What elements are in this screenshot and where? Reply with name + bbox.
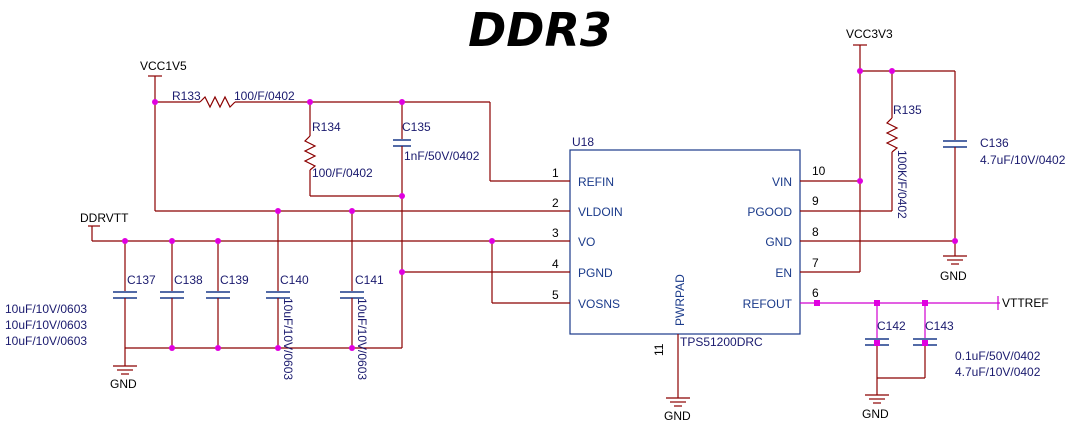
pin-num-9: 9 (812, 194, 819, 208)
pin-num-7: 7 (812, 256, 819, 270)
pin-name-vo: VO (578, 235, 595, 249)
c140-value: 10uF/10V/0603 (281, 298, 295, 380)
junction-dots (122, 68, 958, 351)
c136-value: 4.7uF/10V/0402 (980, 153, 1066, 167)
pin-name-gnd: GND (765, 235, 792, 249)
c141-ref: C141 (355, 273, 384, 287)
c142-143-value-1: 0.1uF/50V/0402 (955, 349, 1041, 363)
net-vcc3v3: VCC3V3 (846, 27, 893, 41)
net-vcc1v5: VCC1V5 (140, 59, 187, 73)
pin-num-10: 10 (812, 164, 826, 178)
c137-139-value-3: 10uF/10V/0603 (5, 334, 87, 348)
pin-num-2: 2 (552, 196, 559, 210)
c142-143-value-2: 4.7uF/10V/0402 (955, 365, 1041, 379)
pin-num-3: 3 (552, 226, 559, 240)
ic-u18-body (569, 149, 801, 335)
c141-value: 10uF/10V/0603 (355, 298, 369, 380)
c137-139-value-2: 10uF/10V/0603 (5, 318, 87, 332)
vttref-section: VTTREF C142 C143 0.1uF/50V/0402 4.7uF/10… (862, 296, 1049, 421)
ic-pwrpad: 11 PWRPAD (652, 274, 687, 398)
gnd-pad-symbol: GND (664, 397, 691, 423)
pin-name-pgood: PGOOD (747, 205, 792, 219)
pin-name-vosns: VOSNS (578, 297, 620, 311)
pin-name-vldoin: VLDOIN (578, 205, 623, 219)
ic-ref: U18 (572, 135, 594, 149)
pin-num-11: 11 (652, 343, 666, 356)
pin-name-refin: REFIN (578, 175, 614, 189)
pin-num-6: 6 (812, 286, 819, 300)
ddrvtt-section: DDRVTT C137 C138 C139 C140 C141 10uF/1 (5, 211, 493, 391)
c138-ref: C138 (174, 273, 203, 287)
vcc3v3-section: VCC3V3 R135 100K/F/0402 C136 4.7uF/10V/0… (846, 27, 1066, 283)
pin-num-8: 8 (812, 225, 819, 239)
pin-name-pwrpad: PWRPAD (673, 274, 687, 326)
gnd-left-label: GND (110, 377, 137, 391)
ic-part: TPS51200DRC (680, 335, 763, 349)
c140-ref: C140 (280, 273, 309, 287)
gnd-vttref-label: GND (862, 407, 889, 421)
c142-ref: C142 (877, 319, 906, 333)
vcc1v5-section: VCC1V5 R133 100/F/0402 R134 100/F/0402 C… (140, 59, 491, 348)
c135-ref: C135 (402, 120, 431, 134)
c139-ref: C139 (220, 273, 249, 287)
r135-ref: R135 (893, 103, 922, 117)
pin-name-pgnd: PGND (578, 266, 613, 280)
pin-name-en: EN (775, 266, 792, 280)
c143-ref: C143 (925, 319, 954, 333)
r133-ref: R133 (172, 89, 201, 103)
net-vttref: VTTREF (1002, 296, 1049, 310)
c137-139-value-1: 10uF/10V/0603 (5, 302, 87, 316)
gnd-pad-label: GND (664, 409, 691, 423)
pin-name-refout: REFOUT (743, 297, 793, 311)
pin-num-4: 4 (552, 257, 559, 271)
r134-value: 100/F/0402 (312, 166, 373, 180)
pin-num-1: 1 (552, 166, 559, 180)
gnd-right-label: GND (940, 269, 967, 283)
r133-value: 100/F/0402 (234, 89, 295, 103)
net-ddrvtt: DDRVTT (80, 211, 129, 225)
pin-name-vin: VIN (772, 175, 792, 189)
pin-num-5: 5 (552, 288, 559, 302)
r135-value: 100K/F/0402 (895, 150, 909, 219)
diagram-title: DDR3 (468, 3, 612, 57)
r134-ref: R134 (312, 120, 341, 134)
c137-ref: C137 (127, 273, 156, 287)
c135-value: 1nF/50V/0402 (404, 149, 480, 163)
c136-ref: C136 (980, 136, 1009, 150)
ic-right-pins: 10 9 8 7 6 VIN PGOOD GND EN REFOUT (743, 164, 1000, 311)
